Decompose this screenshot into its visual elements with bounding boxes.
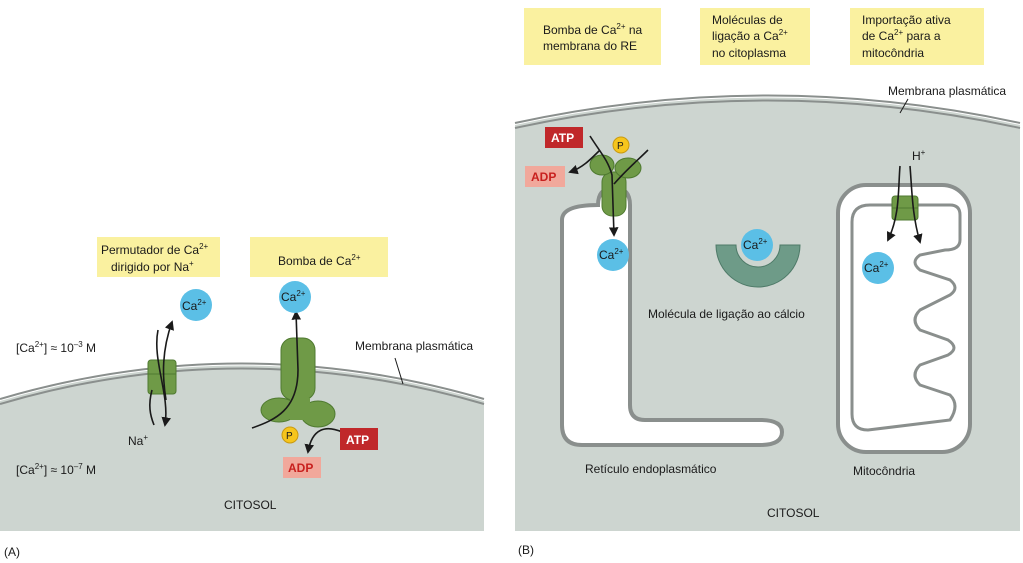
exchanger-title-line2: dirigido por Na+ [111, 259, 194, 274]
er-label: Retículo endoplasmático [585, 462, 717, 476]
conc-inside: [Ca2+] ≈ 10–7 M [16, 462, 96, 477]
panel-b-plasma-membrane [514, 94, 1021, 124]
panel-a: Permutador de Ca2+ dirigido por Na+ Bomb… [0, 237, 485, 559]
atp-label-b: ATP [551, 131, 574, 145]
adp-label-b: ADP [531, 170, 556, 184]
atp-badge-a [340, 428, 378, 450]
box-er-pump-line2: membrana do RE [543, 39, 637, 53]
phosphate-b [612, 136, 630, 154]
ca-ion-binding-label: Ca2+ [743, 237, 768, 252]
membrane-leader-line-b [899, 98, 909, 114]
conc-outside: [Ca2+] ≈ 10–3 M [16, 340, 96, 355]
plasma-membrane-label-b: Membrana plasmática [888, 84, 1006, 98]
pump-ca-arrow [251, 310, 302, 429]
box-er-pump-line1: Bomba de Ca2+ na [543, 22, 643, 37]
ca-ion-er [597, 239, 629, 271]
panel-b: Bomba de Ca2+ na membrana do RE Molécula… [514, 8, 1021, 557]
box-mito-line2: de Ca2+ para a [862, 28, 941, 43]
adp-badge-a [283, 457, 321, 478]
h-ion-label: H+ [912, 148, 926, 163]
pump-title: Bomba de Ca2+ [278, 253, 361, 268]
cytosol-label-b: CITOSOL [767, 506, 820, 520]
atp-label-a: ATP [346, 433, 369, 447]
na-ion-label: Na+ [128, 433, 148, 448]
phosphate-a-label: P [286, 431, 293, 442]
ca-ion-exchanger [180, 289, 212, 321]
ca-ion-pump [279, 281, 311, 313]
adp-badge-b [525, 166, 565, 187]
box-mito-line1: Importação ativa [862, 13, 951, 27]
ca-ion-exchanger-label: Ca2+ [182, 298, 207, 313]
er-ca-pump [589, 154, 642, 217]
panel-a-label: (A) [4, 545, 20, 559]
plasma-membrane-label-a: Membrana plasmática [355, 339, 473, 353]
ca-ion-binding [741, 229, 773, 261]
box-mito-import [850, 8, 984, 65]
cytosol-label-a: CITOSOL [224, 498, 277, 512]
panel-b-label: (B) [518, 543, 534, 557]
exchanger-title-line1: Permutador de Ca2+ [101, 242, 209, 257]
ca-ion-pump-label: Ca2+ [281, 289, 306, 304]
box-binding-line3: no citoplasma [712, 46, 786, 60]
ca-ion-er-label: Ca2+ [599, 247, 624, 262]
mito-h-arrow [886, 165, 901, 242]
pump-title-box [250, 237, 388, 277]
na-ca-exchanger-protein [147, 359, 177, 395]
panel-a-cytosol [0, 365, 484, 531]
membrane-leader-line [394, 357, 404, 385]
box-binding-line2: ligação a Ca2+ [712, 28, 788, 43]
calcium-binding-molecule [715, 244, 801, 288]
mito-label: Mitocôndria [853, 464, 915, 478]
er-pump-in-arrow [613, 149, 649, 185]
pump-adp-arrow [304, 427, 343, 454]
adp-label-a: ADP [288, 461, 313, 475]
mito-ca-arrow [909, 165, 923, 244]
exchanger-na-branch [149, 389, 155, 426]
phosphate-b-label: P [617, 141, 624, 152]
exchanger-title-box [97, 237, 220, 277]
er-lumen [572, 196, 772, 435]
er-pump-ca-arrow [589, 135, 619, 237]
er-pump-adp-arrow [568, 149, 601, 175]
panel-a-plasma-membrane [0, 362, 485, 400]
box-mito-line3: mitocôndria [862, 46, 924, 60]
exchanger-na-arrow [156, 329, 171, 427]
box-binding-line1: Moléculas de [712, 13, 783, 27]
atp-badge-b [545, 127, 583, 148]
ca-ion-mito [862, 252, 894, 284]
phosphate-a [281, 426, 299, 444]
box-binding [700, 8, 810, 65]
ca-ion-mito-label: Ca2+ [864, 260, 889, 275]
exchanger-ca-arrow [162, 320, 174, 401]
box-er-pump [524, 8, 661, 65]
binding-molecule-label: Molécula de ligação ao cálcio [648, 307, 805, 321]
